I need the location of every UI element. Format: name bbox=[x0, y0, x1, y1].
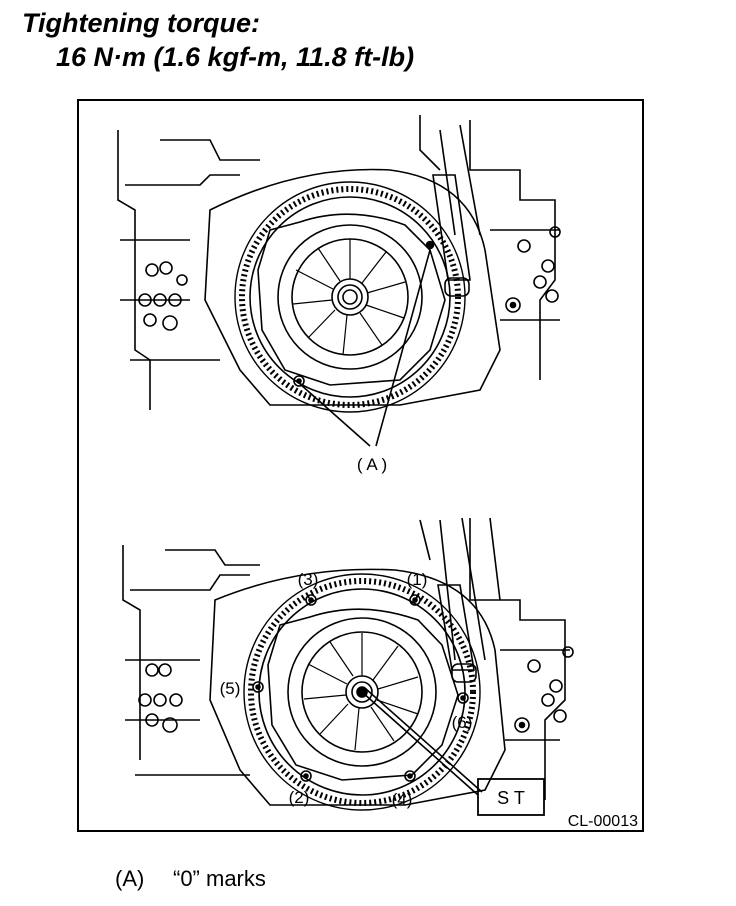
heading-line-2: 16 N·m (1.6 kgf-m, 11.8 ft-lb) bbox=[56, 42, 415, 72]
st-label: S T bbox=[497, 788, 525, 808]
figure-code: CL-00013 bbox=[568, 813, 638, 830]
bolt-label-3: (3) bbox=[298, 570, 319, 589]
bolt-label-2: (2) bbox=[289, 788, 310, 807]
figure-frame bbox=[77, 99, 644, 832]
tightening-torque-heading: Tightening torque: 16 N·m (1.6 kgf-m, 11… bbox=[22, 6, 414, 74]
legend-text: “0” marks bbox=[173, 866, 266, 891]
bottom-illustration bbox=[122, 517, 574, 816]
bolt-label-5: (5) bbox=[220, 679, 241, 698]
bolt-label-6: (6) bbox=[452, 713, 473, 732]
bolt-label-4: (4) bbox=[392, 790, 413, 809]
legend: (A) “0” marks bbox=[115, 866, 266, 892]
top-illustration bbox=[117, 115, 561, 447]
bolt-label-1: (1) bbox=[407, 570, 428, 589]
heading-line-1: Tightening torque: bbox=[22, 8, 260, 38]
top-callout-label: ( A ) bbox=[357, 455, 387, 474]
legend-key: (A) bbox=[115, 866, 145, 891]
